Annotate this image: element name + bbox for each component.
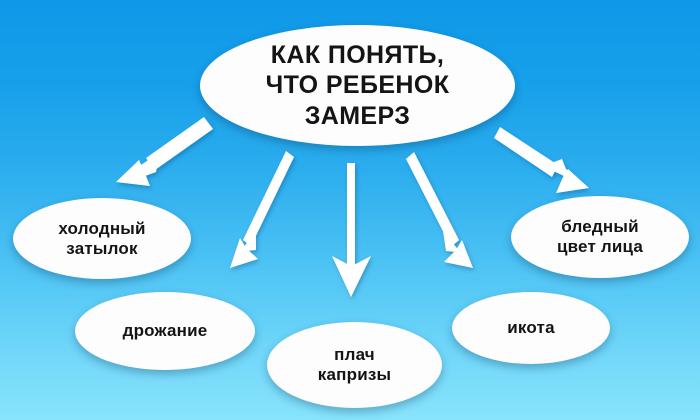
root-node-line-2: ЧТО РЕБЕНОК xyxy=(265,71,450,100)
root-node-line-1: КАК ПОНЯТЬ, xyxy=(270,40,445,69)
node-shivering[interactable]: дрожание xyxy=(75,292,255,370)
connector-arrow-to-n1 xyxy=(230,151,294,268)
node-pale-face-line-2: цвет лица xyxy=(556,237,644,256)
node-pale-face-line-1: бледный xyxy=(561,217,639,237)
root-node[interactable]: КАК ПОНЯТЬ, ЧТО РЕБЕНОК ЗАМЕРЗ xyxy=(200,25,515,146)
connector-arrow-to-n3 xyxy=(406,152,473,268)
connector-arrow-to-n2 xyxy=(332,163,371,297)
node-cold-nape-line-1: холодный xyxy=(58,218,146,238)
node-hiccups-line-1: икота xyxy=(507,318,555,338)
node-cold-nape[interactable]: холодный затылок xyxy=(13,198,191,279)
node-hiccups[interactable]: икота xyxy=(452,292,610,364)
connector-arrow-to-n4 xyxy=(494,127,589,193)
root-node-line-3: ЗАМЕРЗ xyxy=(304,101,411,130)
node-crying-whims-line-2: капризы xyxy=(317,365,392,384)
node-pale-face[interactable]: бледный цвет лица xyxy=(511,196,689,278)
connector-arrow-to-n0 xyxy=(116,117,213,186)
node-cold-nape-line-2: затылок xyxy=(66,238,138,258)
node-crying-whims-line-1: плач xyxy=(334,345,375,365)
node-crying-whims[interactable]: плач капризы xyxy=(267,322,442,408)
node-shivering-line-1: дрожание xyxy=(122,321,208,341)
